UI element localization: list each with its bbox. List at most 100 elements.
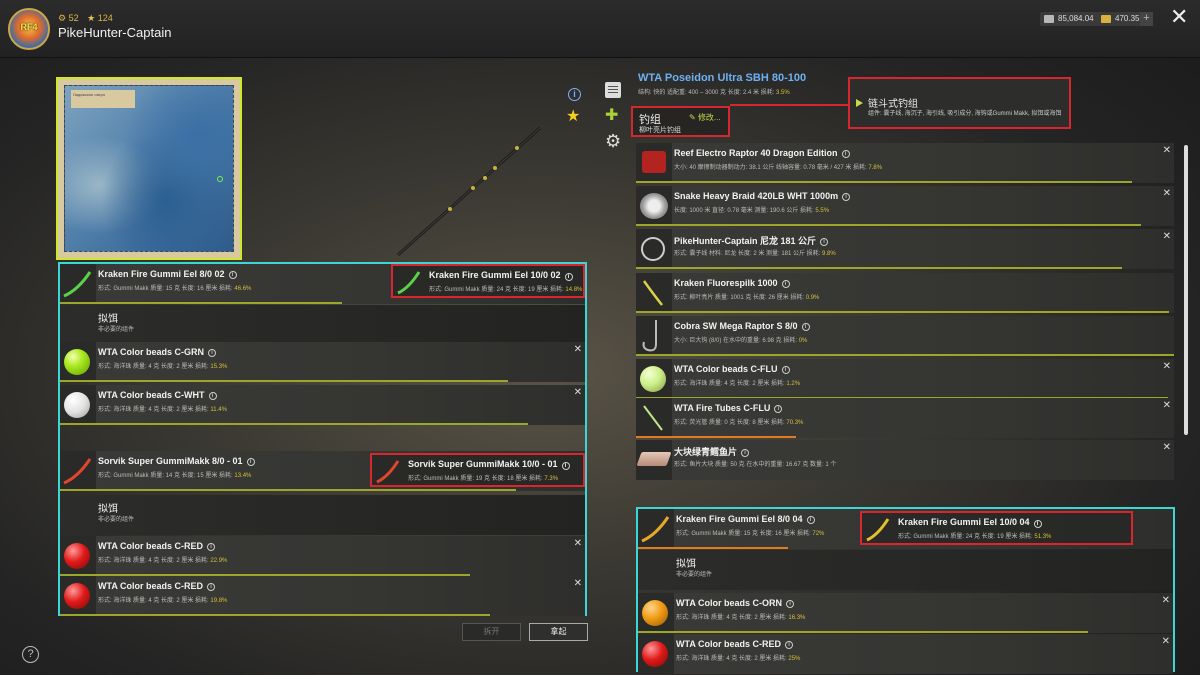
remove-icon[interactable]: ✕ — [1162, 145, 1171, 156]
item-desc: 形式: Gummi Makk 质量: 15 克 长度: 16 厘米 损耗: — [98, 286, 235, 292]
item-thumbnail — [60, 451, 96, 491]
item-desc: 形式: Gummi Makk 质量: 24 克 长度: 19 厘米 损耗: — [429, 287, 566, 293]
item-wear: 14.8% — [565, 287, 583, 293]
item-desc: 形式: Gummi Makk 质量: 15 克 长度: 16 厘米 损耗: — [676, 531, 813, 537]
wear-bar — [60, 489, 516, 491]
rig-tooltip: 链斗式钓组 组件: 囊子线, 海沉子, 海引线, 吸引成分, 海钩或Gummi … — [848, 77, 1071, 129]
info-small-icon[interactable]: i — [801, 323, 810, 331]
info-small-icon[interactable]: i — [207, 583, 215, 591]
info-small-icon[interactable]: i — [741, 449, 750, 457]
info-small-icon[interactable]: i — [842, 193, 851, 201]
item-desc: 形式: 海洋珠 质量: 4 克 长度: 2 厘米 损耗: — [98, 364, 211, 370]
item-thumbnail — [374, 457, 402, 485]
remove-icon[interactable]: ✕ — [573, 387, 582, 398]
info-small-icon[interactable]: i — [564, 273, 573, 281]
bead-green-icon — [64, 349, 90, 375]
remove-icon[interactable]: ✕ — [573, 578, 582, 589]
info-small-icon[interactable]: i — [781, 280, 790, 288]
info-icon[interactable]: i — [568, 88, 581, 101]
info-small-icon[interactable]: i — [786, 600, 794, 608]
item-name: 大块绿青鳕鱼片 — [674, 447, 738, 457]
scrollbar[interactable] — [1184, 145, 1188, 435]
info-small-icon[interactable]: i — [806, 516, 815, 524]
info-small-icon[interactable]: i — [785, 641, 793, 649]
remove-icon[interactable]: ✕ — [1162, 231, 1171, 242]
item-desc: 非必要的组件 — [98, 327, 135, 333]
bead-red-icon — [64, 543, 90, 569]
document-icon[interactable] — [605, 82, 621, 98]
item-thumbnail — [60, 342, 96, 382]
callout-connector — [730, 104, 850, 106]
item-thumbnail — [60, 385, 96, 425]
item-desc: 大小: 40 摩擦制动器制动力: 38.1 公斤 线轴容量: 0.78 毫米 /… — [674, 165, 869, 171]
list-item-empty[interactable]: 拟饵 非必要的组件 — [638, 550, 1173, 590]
remove-icon[interactable]: ✕ — [573, 538, 582, 549]
remove-icon[interactable]: ✕ — [573, 344, 582, 355]
item-desc: 形式: 海洋珠 质量: 4 克 长度: 2 厘米 损耗: — [98, 407, 211, 413]
favorite-star-icon[interactable]: ★ — [566, 108, 581, 125]
item-wear: 46.6% — [234, 286, 252, 292]
item-wear: 70.3% — [786, 420, 804, 426]
bead-fluorescent-icon — [640, 366, 666, 392]
info-small-icon[interactable]: i — [781, 366, 790, 374]
location-map[interactable]: Ладожское озеро — [56, 77, 242, 260]
info-small-icon[interactable]: i — [228, 271, 237, 279]
info-small-icon[interactable]: i — [774, 405, 783, 413]
info-small-icon[interactable]: i — [820, 238, 829, 246]
remove-icon[interactable]: ✕ — [1161, 636, 1170, 647]
close-button[interactable]: ✕ — [1170, 4, 1189, 29]
rig-edit-button[interactable]: ✎ 修改... — [689, 112, 721, 123]
item-thumbnail — [638, 634, 674, 674]
item-wear: 0% — [798, 338, 808, 344]
reel-icon — [642, 151, 666, 173]
item-name: 拟饵 — [98, 314, 118, 325]
item-wear: 7.8% — [868, 165, 883, 171]
item-wear: 7.3% — [544, 476, 559, 482]
remove-icon[interactable]: ✕ — [1162, 188, 1171, 199]
take-button[interactable]: 拿起 — [529, 623, 588, 641]
add-gold-button[interactable]: + — [1140, 12, 1153, 26]
item-wear: 13.4% — [234, 473, 252, 479]
info-small-icon[interactable]: i — [246, 458, 255, 466]
list-item-empty[interactable]: 拟饵 非必要的组件 — [60, 495, 585, 535]
item-name: WTA Color beads C-RED — [98, 581, 203, 591]
info-small-icon[interactable]: i — [841, 150, 850, 158]
remove-icon[interactable]: ✕ — [1162, 361, 1171, 372]
help-icon[interactable]: ? — [22, 646, 39, 663]
remove-icon[interactable]: ✕ — [1162, 400, 1171, 411]
info-small-icon[interactable]: i — [208, 392, 217, 400]
info-small-icon[interactable]: i — [561, 462, 570, 470]
info-small-icon[interactable]: i — [207, 543, 215, 551]
item-name: WTA Color beads C-FLU — [674, 364, 778, 374]
info-small-icon[interactable]: i — [1033, 520, 1042, 528]
rig-selector[interactable]: 钓组 ✎ 修改... 柳叶亮片钓组 — [631, 106, 730, 137]
split-button[interactable]: 拆开 — [462, 623, 521, 641]
info-small-icon[interactable]: i — [208, 349, 216, 357]
gear-icon[interactable]: ⚙ — [605, 131, 622, 151]
list-item-empty[interactable]: 拟饵 非必要的组件 — [60, 305, 585, 345]
item-name: WTA Color beads C-ORN — [676, 598, 782, 608]
puzzle-icon[interactable]: ✚ — [605, 107, 619, 124]
remove-icon[interactable]: ✕ — [1162, 442, 1171, 453]
remove-icon[interactable]: ✕ — [1161, 595, 1170, 606]
rod-image — [397, 126, 541, 257]
map-image: Ладожское озеро — [64, 85, 234, 252]
